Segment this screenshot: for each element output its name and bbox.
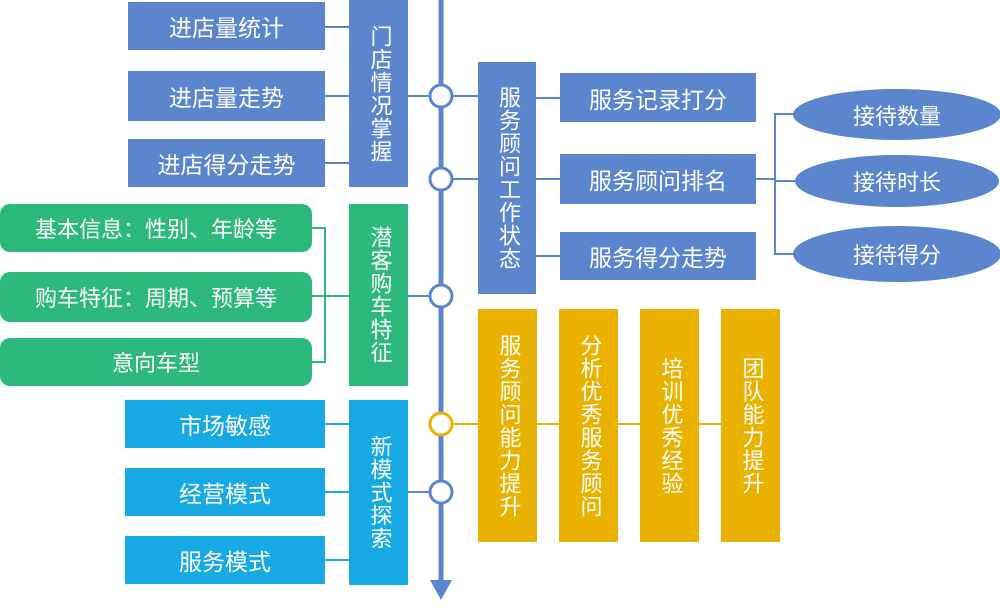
store-category: 门店情况掌握 [349,0,408,187]
ability-step-team: 团队能力提升 [721,309,780,542]
spine-node-customer [428,283,454,309]
connector-customer-bracket [312,227,349,363]
metric-reception-count: 接待数量 [793,89,1000,140]
store-item-score-trend: 进店得分走势 [128,139,325,187]
advisor-category: 服务顾问工作状态 [478,62,536,294]
advisor-item-score-trend: 服务得分走势 [560,232,756,280]
spine-node-store [428,83,454,109]
spine-arrowhead [430,580,452,600]
customer-category: 潜客购车特征 [349,204,408,386]
connector-ranking-bracket [756,113,796,255]
newmodel-item-business: 经营模式 [125,468,325,516]
customer-item-intended-model: 意向车型 [0,338,312,386]
spine-node-advisor [428,166,454,192]
newmodel-item-service: 服务模式 [125,536,325,584]
advisor-item-ranking: 服务顾问排名 [560,154,756,204]
customer-item-basic-info: 基本信息：性别、年龄等 [0,204,312,252]
metric-reception-score: 接待得分 [793,226,1000,282]
newmodel-item-market: 市场敏感 [125,400,325,448]
spine-node-ability [428,411,454,437]
metric-reception-duration: 接待时长 [795,155,999,207]
store-item-visit-count: 进店量统计 [128,2,325,50]
newmodel-category: 新模式探索 [349,400,408,585]
store-item-visit-trend: 进店量走势 [128,71,325,121]
ability-category: 服务顾问能力提升 [478,309,537,542]
ability-step-analyze: 分析优秀服务顾问 [559,309,618,542]
ability-step-train: 培训优秀经验 [640,309,699,542]
advisor-item-record-score: 服务记录打分 [560,73,756,122]
customer-item-purchase-traits: 购车特征：周期、预算等 [0,272,312,322]
spine-node-newmodel [428,479,454,505]
